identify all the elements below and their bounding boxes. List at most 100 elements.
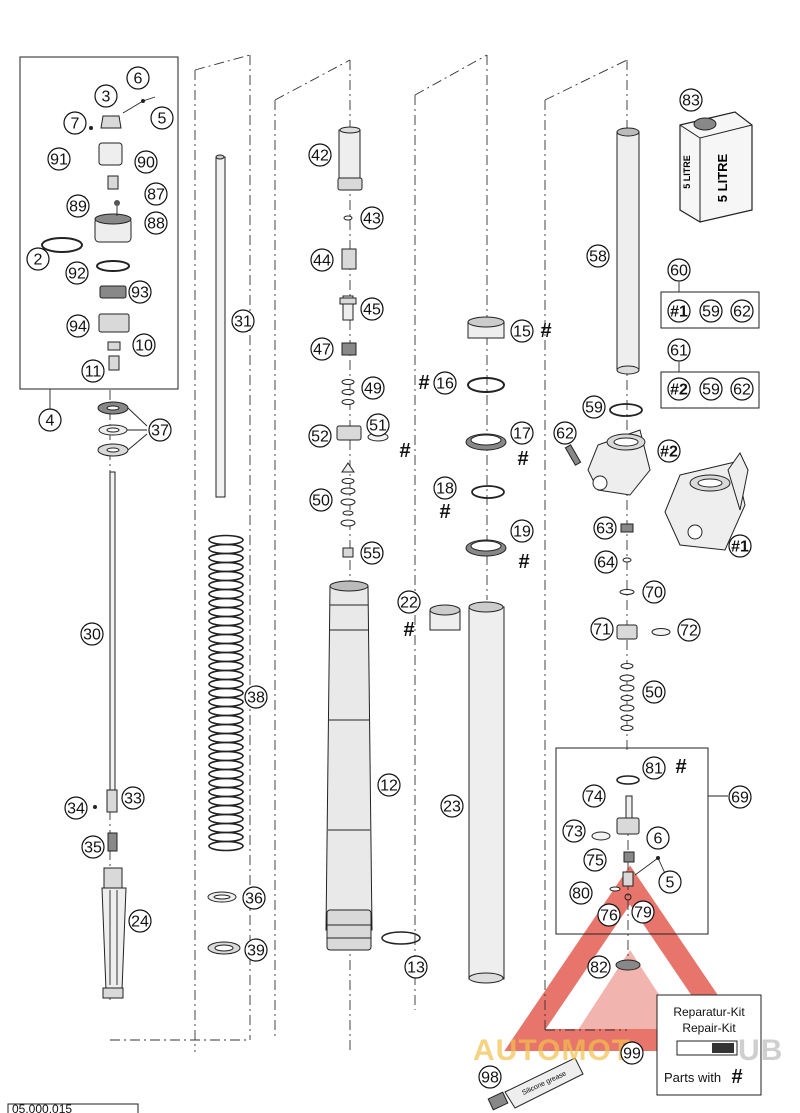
- kit-hash-marker: #: [675, 756, 686, 778]
- callout-label: 16: [436, 376, 454, 393]
- assembly-frame-4: [19, 56, 179, 390]
- callout-p52: 52: [308, 424, 332, 448]
- callout-p49: 49: [361, 376, 385, 400]
- inner-tube-23: [468, 601, 505, 984]
- pull-rod-31: [215, 154, 226, 498]
- callout-label: 99: [623, 1046, 641, 1063]
- callout-p79: 79: [631, 900, 655, 924]
- svg-text:05.000.015: 05.000.015: [12, 1102, 72, 1113]
- watermark-triangle-icon: [504, 865, 756, 1051]
- callout-p60: 60: [667, 258, 691, 282]
- kit-line-2: Repair-Kit: [682, 1021, 736, 1035]
- spring-coil: [208, 768, 244, 780]
- tube-58: [616, 127, 640, 375]
- callout-label: 24: [131, 914, 149, 931]
- callout-label: 89: [69, 199, 87, 216]
- callout-p87: 87: [144, 182, 168, 206]
- callout-label: 62: [556, 426, 574, 443]
- callout-p36: 36: [242, 886, 266, 910]
- callout-p17: 17: [510, 421, 534, 445]
- spring-coil: [208, 615, 244, 627]
- callout-p7: 7: [63, 111, 87, 135]
- spring-coil: [208, 714, 244, 726]
- callout-p22: 22: [397, 590, 421, 614]
- callout-p42: 42: [308, 143, 332, 167]
- spring-coil: [208, 795, 244, 807]
- callout-label: 98: [481, 1070, 499, 1087]
- fork-spring-38: [208, 534, 244, 852]
- kit-line-3: Parts with: [664, 1070, 721, 1085]
- callout-v2b: #2: [657, 439, 681, 463]
- callout-label: 12: [380, 778, 398, 795]
- callout-label: 2: [34, 252, 43, 269]
- callout-label: 79: [634, 905, 652, 922]
- callout-p82: 82: [587, 955, 611, 979]
- spring-coil: [208, 741, 244, 753]
- callout-label: 35: [84, 840, 102, 857]
- callout-label: 93: [131, 285, 149, 302]
- spring-coil: [208, 624, 244, 636]
- kit-hash-marker: #: [540, 320, 551, 342]
- assembly-frame-69: [555, 747, 709, 935]
- callout-p83: 83: [679, 88, 703, 112]
- cartridge-top-parts: [41, 96, 156, 371]
- spring-coil: [208, 750, 244, 762]
- callout-label: 11: [85, 364, 102, 381]
- callout-label: 59: [702, 304, 720, 321]
- callout-label: #2: [660, 444, 678, 461]
- callout-p74: 74: [582, 784, 606, 808]
- callout-p39: 39: [244, 938, 268, 962]
- spring-coil: [208, 570, 244, 582]
- callout-label: 92: [68, 266, 86, 283]
- spring-coil: [208, 606, 244, 618]
- variant-box-60: [660, 291, 760, 329]
- callout-v2a: #2: [667, 377, 691, 401]
- spring-coil: [208, 822, 244, 834]
- kit-hash-marker: #: [403, 619, 414, 641]
- callout-label: 19: [513, 524, 531, 541]
- foot-valve-parts: [616, 523, 671, 731]
- callout-label: 52: [311, 429, 329, 446]
- callout-label: 59: [702, 382, 720, 399]
- spring-coil: [208, 831, 244, 843]
- callout-p24: 24: [128, 909, 152, 933]
- callout-p4: 4: [38, 408, 62, 432]
- callout-label: 62: [733, 382, 751, 399]
- callout-label: 55: [363, 546, 381, 563]
- svg-text:UB: UB: [738, 1034, 783, 1067]
- callout-label: 91: [50, 152, 68, 169]
- callout-p59a: 59: [582, 395, 606, 419]
- spring-coil: [208, 561, 244, 573]
- callout-p11: 11: [81, 359, 105, 383]
- kit-hash-marker: #: [518, 551, 529, 573]
- kit-hash-marker: #: [517, 448, 528, 470]
- spring-coil: [208, 705, 244, 717]
- callout-p15: 15: [510, 319, 534, 343]
- spring-coil: [208, 651, 244, 663]
- spring-coil: [208, 642, 244, 654]
- callout-p94: 94: [66, 314, 90, 338]
- callout-label: 39: [247, 943, 265, 960]
- callout-label: 75: [586, 853, 604, 870]
- spring-coil: [208, 777, 244, 789]
- spring-coil: [208, 804, 244, 816]
- callout-label: 18: [436, 481, 454, 498]
- piston-rod-30: [93, 471, 118, 852]
- kit-hash-marker: #: [418, 372, 429, 394]
- label-leaders: [127, 407, 148, 451]
- variant-box-61: [660, 371, 760, 409]
- callout-p62b: 62: [730, 299, 754, 323]
- callout-p69: 69: [728, 785, 752, 809]
- callout-p80: 80: [569, 881, 593, 905]
- spring-coil: [208, 534, 244, 546]
- callout-label: 44: [313, 253, 331, 270]
- callout-p81: 81: [642, 756, 666, 780]
- callout-label: 6: [134, 71, 143, 88]
- spring-coil: [208, 633, 244, 645]
- callout-p51: 51: [366, 413, 390, 437]
- callout-label: 49: [364, 381, 382, 398]
- callout-p34: 34: [64, 796, 88, 820]
- callout-p76: 76: [597, 903, 621, 927]
- seal-stack: [429, 316, 507, 631]
- footer-code: 05.000.015: [7, 1102, 139, 1113]
